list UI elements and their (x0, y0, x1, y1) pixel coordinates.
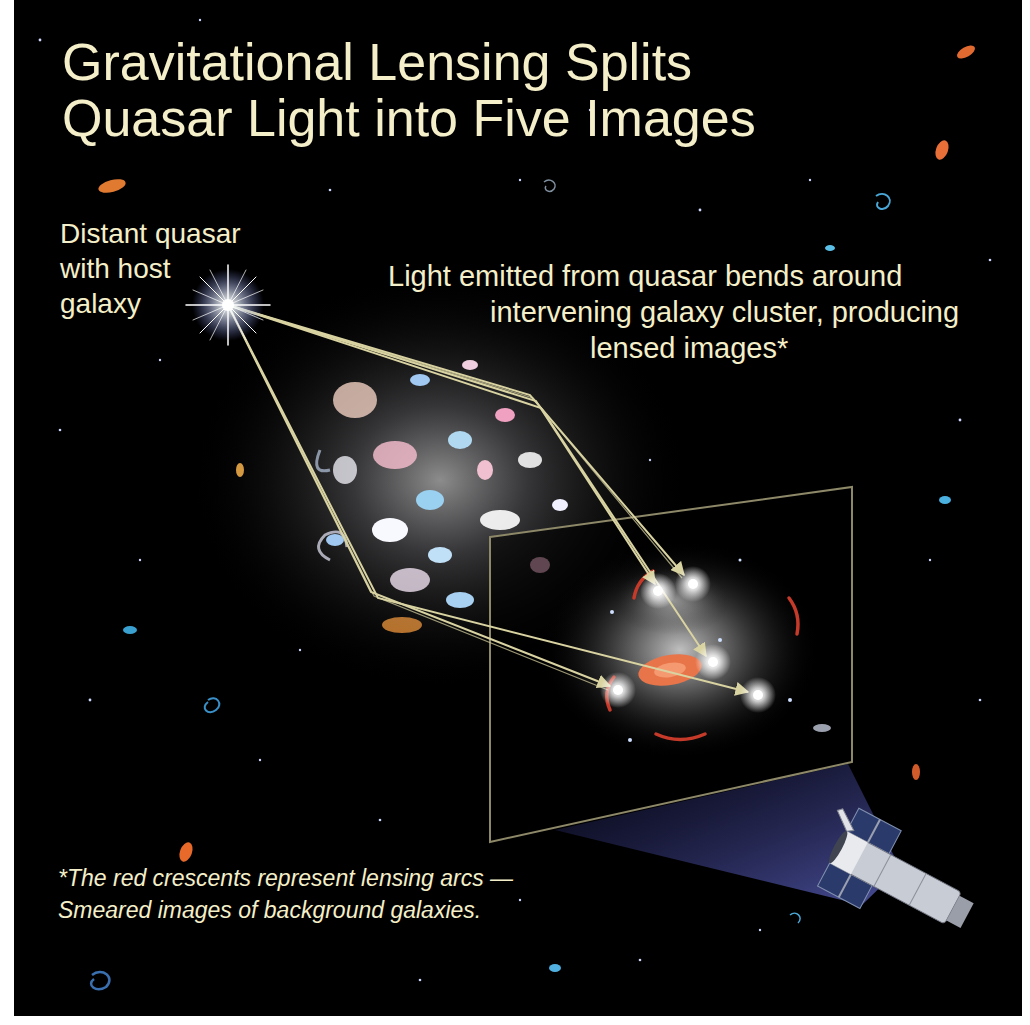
text-indent-shape (388, 258, 660, 402)
footnote: *The red crescents represent lensing arc… (58, 862, 548, 926)
diagram-title: Gravitational Lensing Splits Quasar Ligh… (62, 34, 802, 146)
light-path-label: Light emitted from quasar bends around i… (388, 258, 1020, 510)
quasar-label: Distant quasar with host galaxy (60, 216, 252, 321)
text-indent-shape (640, 402, 1020, 510)
